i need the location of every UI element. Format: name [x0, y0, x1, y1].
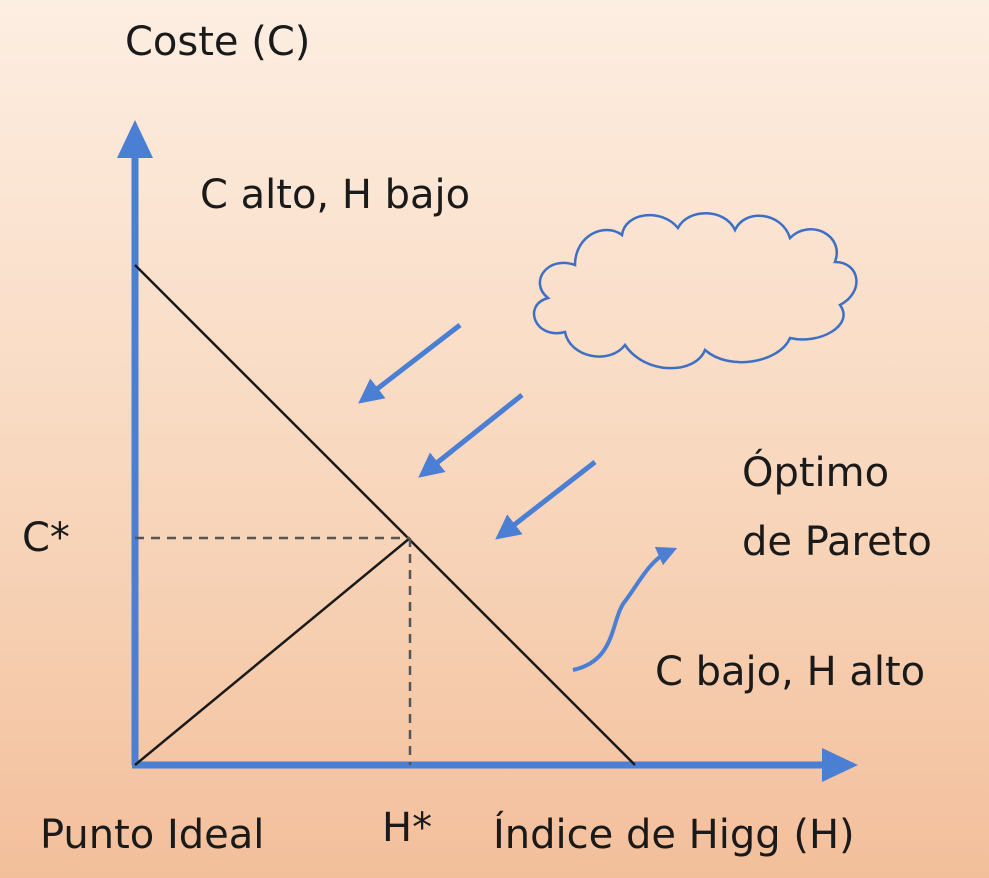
arrow-3 — [495, 460, 597, 540]
c-star-label: C* — [22, 515, 70, 561]
pareto-frontier-line — [134, 264, 636, 766]
bottom-right-region-label: C bajo, H alto — [655, 649, 926, 695]
y-axis-label: Coste (C) — [125, 19, 311, 65]
pareto-label-line2: de Pareto — [742, 519, 932, 565]
origin-label: Punto Ideal — [40, 812, 265, 858]
arrow-1 — [358, 323, 462, 404]
y-axis-arrowhead — [117, 120, 153, 158]
cloud-shape — [532, 212, 858, 370]
x-axis-arrowhead — [822, 748, 858, 782]
x-axis-label: Índice de Higg (H) — [493, 812, 855, 858]
ideal-to-optimum-line — [134, 537, 411, 766]
curved-arrow — [572, 546, 678, 672]
pareto-label-line1: Óptimo — [742, 450, 890, 496]
arrow-2 — [418, 393, 524, 478]
top-left-region-label: C alto, H bajo — [200, 172, 471, 218]
h-star-label: H* — [382, 805, 433, 851]
